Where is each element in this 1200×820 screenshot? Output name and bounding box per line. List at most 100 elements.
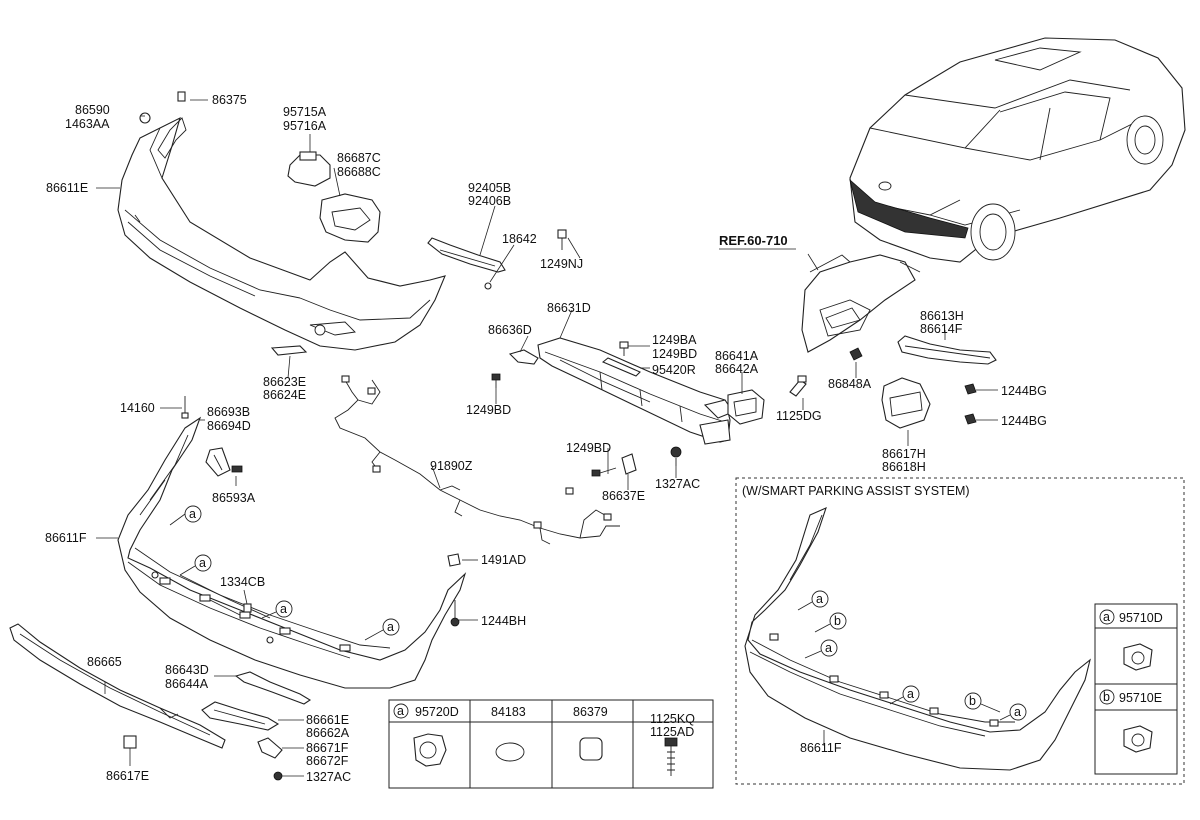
nut-1327AC-upper: [670, 446, 682, 466]
callouts-main: [169, 505, 400, 641]
bracket-86693B: [205, 447, 231, 477]
label-92406B: 92406B: [468, 194, 511, 208]
bolt-1249BA: [619, 341, 629, 356]
clip-86848A: [849, 347, 863, 361]
inset-callout-b-1: b: [834, 614, 841, 628]
legend-c4a: 1125KQ: [650, 712, 695, 726]
label-18642: 18642: [502, 232, 537, 246]
label-86693B: 86693B: [207, 405, 250, 419]
bracket-86613H: [897, 335, 997, 365]
inset-callout-a-4: a: [1014, 705, 1021, 719]
clip-86593A: [231, 465, 243, 473]
label-1491AD: 1491AD: [481, 553, 526, 567]
label-95715A: 95715A: [283, 105, 327, 119]
inset-callout-b-2: b: [969, 694, 976, 708]
label-86662A: 86662A: [306, 726, 350, 740]
trim-86623E: [270, 345, 308, 356]
bracket-86637E: [621, 453, 637, 475]
bumper-beam-86631D: [537, 337, 734, 445]
bolts-1244BG: [964, 383, 977, 425]
label-86643D: 86643D: [165, 663, 209, 677]
label-86671F: 86671F: [306, 741, 349, 755]
label-86593A: 86593A: [212, 491, 256, 505]
label-91890Z: 91890Z: [430, 459, 473, 473]
label-1249BD-b: 1249BD: [466, 403, 511, 417]
inset-callout-a-3: a: [907, 687, 914, 701]
bolt-1249BD-lower: [591, 467, 617, 477]
bolt-1491AD: [447, 553, 461, 567]
label-86672F: 86672F: [306, 754, 349, 768]
leader-lines: [96, 99, 998, 777]
label-86590: 86590: [75, 103, 110, 117]
inset-callout-a-1: a: [816, 592, 823, 606]
legend-c2: 84183: [491, 705, 526, 719]
callout-a-1: a: [189, 507, 196, 521]
legend-c1-part: 95720D: [415, 705, 459, 719]
clip-1334CB: [243, 603, 252, 613]
label-1244BH: 1244BH: [481, 614, 526, 628]
label-86848A: 86848A: [828, 377, 872, 391]
legend-table-text: a 95720D 84183 86379 1125KQ 1125AD: [397, 704, 695, 739]
label-14160: 14160: [120, 401, 155, 415]
callout-letters-main: a a a a: [189, 507, 394, 634]
callout-a-4: a: [387, 620, 394, 634]
bracket-86687C: [319, 193, 381, 243]
label-92405B: 92405B: [468, 181, 511, 195]
bracket-86671F: [257, 737, 283, 759]
upper-bracket-86375: [139, 91, 187, 159]
callout-a-2: a: [199, 556, 206, 570]
label-1327AC-b: 1327AC: [306, 770, 351, 784]
reflector-92405B: [427, 237, 506, 273]
legend-c3: 86379: [573, 705, 608, 719]
inset-legend-b-part: 95710E: [1119, 691, 1162, 705]
inset-legend-a-letter: a: [1103, 610, 1110, 624]
label-1249BD-c: 1249BD: [566, 441, 611, 455]
inset-panel: [735, 477, 1185, 785]
label-86644A: 86644A: [165, 677, 209, 691]
inset-legend-a-part: 95710D: [1119, 611, 1163, 625]
body-panel-ref: [801, 254, 921, 353]
clip-95420R: [601, 357, 641, 377]
bolt-1249BD-left: [491, 373, 501, 388]
label-86623E: 86623E: [263, 375, 306, 389]
legend-table: [388, 699, 714, 789]
label-86665: 86665: [87, 655, 122, 669]
label-1125DG: 1125DG: [776, 409, 822, 423]
bracket-86641A: [727, 389, 765, 425]
label-1244BG-b: 1244BG: [1001, 414, 1047, 428]
inset-title: (W/SMART PARKING ASSIST SYSTEM): [742, 484, 970, 498]
label-86614F: 86614F: [920, 322, 963, 336]
label-86636D: 86636D: [488, 323, 532, 337]
label-86642A: 86642A: [715, 362, 759, 376]
bolt-1244BH: [450, 600, 460, 627]
label-86611F-inset: 86611F: [800, 741, 842, 755]
label-1327AC-a: 1327AC: [655, 477, 700, 491]
bolt-14160: [181, 396, 189, 419]
label-1249BD-a: 1249BD: [652, 347, 697, 361]
label-95420R: 95420R: [652, 363, 696, 377]
bracket-86617H: [881, 377, 931, 429]
bolt-1249NJ: [484, 229, 567, 290]
nut-1327AC-lower: [273, 771, 283, 781]
upper-bumper-cover: [117, 116, 446, 351]
label-86637E: 86637E: [602, 489, 645, 503]
label-86618H: 86618H: [882, 460, 926, 474]
label-86688C: 86688C: [337, 165, 381, 179]
sensor-95715A: [287, 151, 331, 187]
inset-callout-a-2: a: [825, 641, 832, 655]
wiring-harness-91890Z: [334, 375, 620, 545]
inset-legend-b-letter: b: [1103, 690, 1110, 704]
label-95716A: 95716A: [283, 119, 327, 133]
trim-strip-86665: [9, 623, 226, 749]
label-1334CB: 1334CB: [220, 575, 265, 589]
label-1244BG-a: 1244BG: [1001, 384, 1047, 398]
label-86375: 86375: [212, 93, 247, 107]
label-86631D: 86631D: [547, 301, 591, 315]
lower-bumper-cover: [117, 416, 467, 689]
label-86641A: 86641A: [715, 349, 759, 363]
bracket-86643D: [234, 671, 312, 705]
callout-a-3: a: [280, 602, 287, 616]
label-86687C: 86687C: [337, 151, 381, 165]
part-labels: 86590 1463AA 86375 95715A 95716A 86687C …: [45, 93, 1047, 784]
